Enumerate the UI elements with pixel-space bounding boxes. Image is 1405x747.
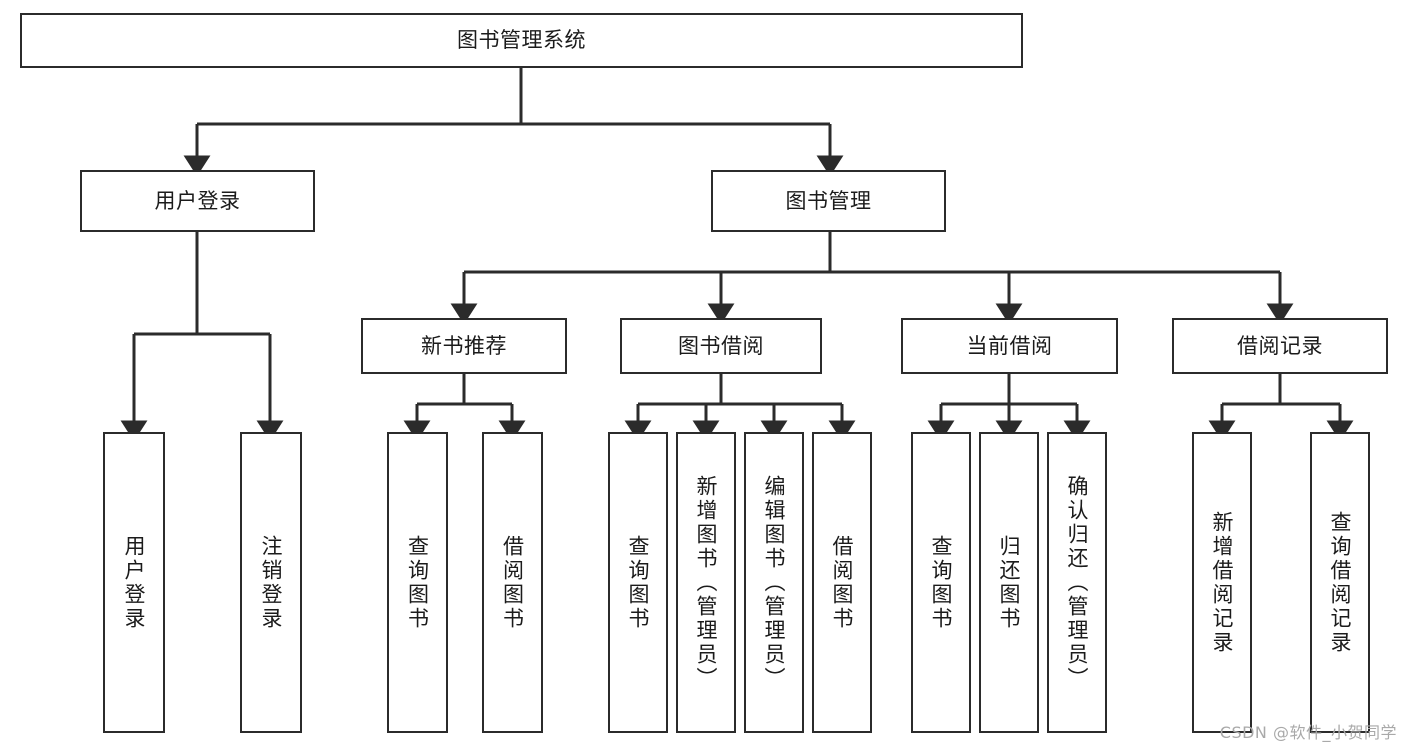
node-leaf-confirm-return[interactable]: 确认归还（管理员）	[1047, 432, 1107, 733]
node-leaf-query-book-b-label: 查询图书	[626, 534, 651, 631]
node-book-management-label: 图书管理	[785, 188, 872, 213]
node-leaf-query-book-c-label: 查询图书	[929, 534, 954, 631]
node-leaf-borrow-book-a[interactable]: 借阅图书	[482, 432, 543, 733]
node-user-login[interactable]: 用户登录	[80, 170, 315, 232]
node-leaf-borrow-book-a-label: 借阅图书	[500, 534, 525, 631]
node-leaf-user-login[interactable]: 用户登录	[103, 432, 165, 733]
node-leaf-query-book-c[interactable]: 查询图书	[911, 432, 971, 733]
node-leaf-borrow-book-b[interactable]: 借阅图书	[812, 432, 872, 733]
node-leaf-query-book-a[interactable]: 查询图书	[387, 432, 448, 733]
csdn-watermark: CSDN @软件_小贺同学	[1219, 723, 1397, 742]
node-new-book-recommend-label: 新书推荐	[421, 333, 507, 358]
node-book-management[interactable]: 图书管理	[711, 170, 946, 232]
node-leaf-edit-book-label: 编辑图书（管理员）	[762, 474, 787, 691]
node-leaf-query-book-b[interactable]: 查询图书	[608, 432, 668, 733]
node-current-borrow[interactable]: 当前借阅	[901, 318, 1118, 374]
node-user-login-label: 用户登录	[154, 188, 241, 213]
node-leaf-add-book-label: 新增图书（管理员）	[694, 474, 719, 691]
node-leaf-query-borrow-record[interactable]: 查询借阅记录	[1310, 432, 1370, 733]
node-book-borrow[interactable]: 图书借阅	[620, 318, 822, 374]
node-leaf-add-borrow-record[interactable]: 新增借阅记录	[1192, 432, 1252, 733]
node-leaf-logout-label: 注销登录	[259, 534, 284, 631]
node-new-book-recommend[interactable]: 新书推荐	[361, 318, 567, 374]
node-borrow-record-label: 借阅记录	[1237, 333, 1323, 358]
node-leaf-add-book[interactable]: 新增图书（管理员）	[676, 432, 736, 733]
node-current-borrow-label: 当前借阅	[966, 333, 1053, 358]
node-leaf-add-borrow-record-label: 新增借阅记录	[1210, 510, 1235, 655]
node-leaf-logout[interactable]: 注销登录	[240, 432, 302, 733]
node-root-system[interactable]: 图书管理系统	[20, 13, 1023, 68]
node-book-borrow-label: 图书借阅	[678, 333, 764, 358]
node-root-system-label: 图书管理系统	[457, 28, 586, 53]
node-leaf-user-login-label: 用户登录	[122, 534, 147, 631]
node-leaf-query-borrow-record-label: 查询借阅记录	[1328, 510, 1353, 655]
node-leaf-return-book[interactable]: 归还图书	[979, 432, 1039, 733]
node-leaf-edit-book[interactable]: 编辑图书（管理员）	[744, 432, 804, 733]
node-leaf-query-book-a-label: 查询图书	[405, 534, 430, 631]
node-leaf-confirm-return-label: 确认归还（管理员）	[1065, 474, 1090, 691]
node-leaf-return-book-label: 归还图书	[997, 534, 1022, 631]
node-borrow-record[interactable]: 借阅记录	[1172, 318, 1388, 374]
node-leaf-borrow-book-b-label: 借阅图书	[830, 534, 855, 631]
